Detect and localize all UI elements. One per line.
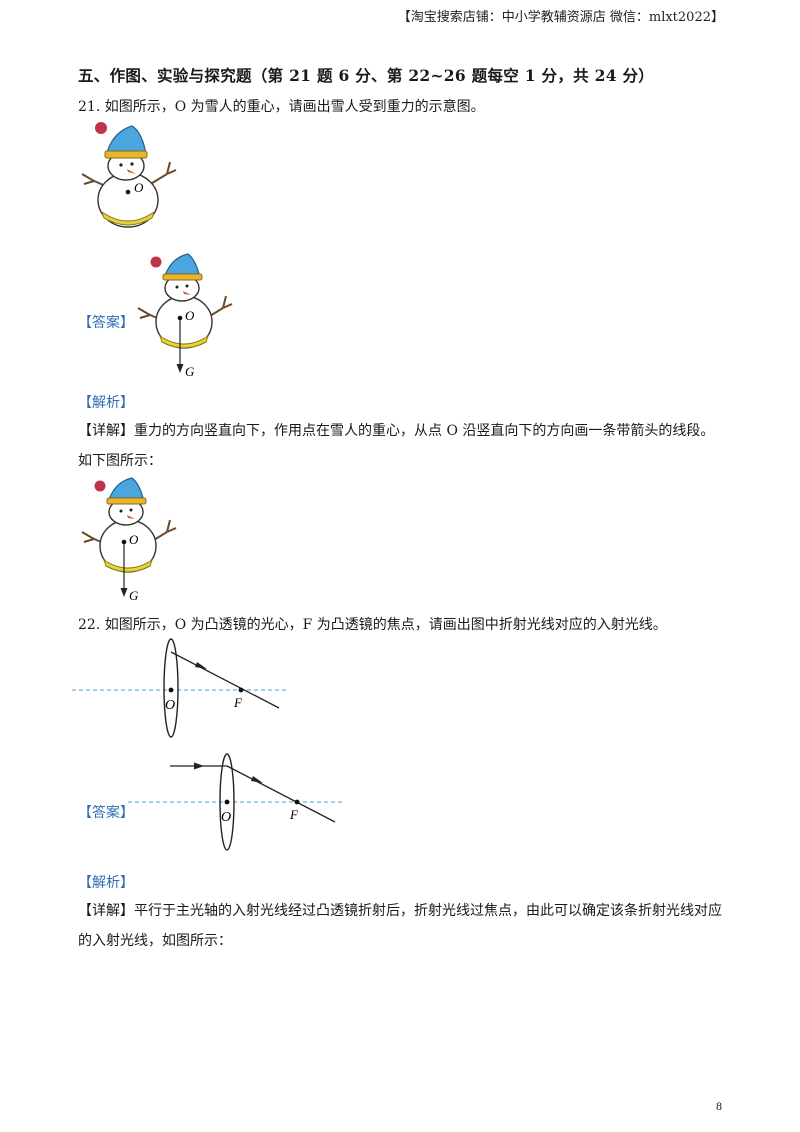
center-label-O: O xyxy=(185,308,195,323)
optical-center-label: O xyxy=(165,698,175,713)
q21-analysis-tag: 【解析】 xyxy=(78,395,134,411)
q22-answer-tag: 【答案】 xyxy=(78,805,134,821)
gravity-label-G: G xyxy=(129,588,139,603)
refracted-ray xyxy=(170,651,280,709)
q22-stem: 22. 如图所示，O 为凸透镜的光心，F 为凸透镜的焦点，请画出图中折射光线对应… xyxy=(78,617,667,633)
q21-detail: 【详解】重力的方向竖直向下，作用点在雪人的重心，从点 O 沿竖直向下的方向画一条… xyxy=(78,423,715,469)
gravity-label-G: G xyxy=(185,364,195,379)
page-number: 8 xyxy=(716,1099,722,1113)
focus-label: F xyxy=(233,695,243,710)
q21-answer-tag: 【答案】 xyxy=(78,315,134,331)
section-title: 五、作图、实验与探究题（第 21 题 6 分、第 22~26 题每空 1 分，共… xyxy=(78,66,655,85)
q22-lens-figure: O F xyxy=(72,638,286,738)
snowman-drawing xyxy=(81,477,177,573)
focus-label: F xyxy=(289,807,299,822)
q21-snowman-figure: O xyxy=(81,122,177,228)
q21-detail-figure: O G xyxy=(81,477,177,603)
snowman-drawing xyxy=(137,253,233,349)
snowman-drawing xyxy=(81,122,177,228)
center-label-O: O xyxy=(134,180,144,195)
q22-analysis-tag: 【解析】 xyxy=(78,875,134,891)
q22-detail: 【详解】平行于主光轴的入射光线经过凸透镜折射后，折射光线过焦点，由此可以确定该条… xyxy=(78,903,722,949)
convex-lens xyxy=(219,753,235,851)
optical-center-label: O xyxy=(221,810,231,825)
q21-stem: 21. 如图所示，O 为雪人的重心，请画出雪人受到重力的示意图。 xyxy=(78,99,485,115)
convex-lens xyxy=(163,638,179,738)
q21-answer-figure: O G xyxy=(137,253,233,379)
page-header: 【淘宝搜索店铺：中小学教辅资源店 微信：mlxt2022】 xyxy=(397,10,724,25)
refracted-ray xyxy=(226,765,336,823)
center-label-O: O xyxy=(129,532,139,547)
q22-answer-figure: O F xyxy=(128,753,342,851)
